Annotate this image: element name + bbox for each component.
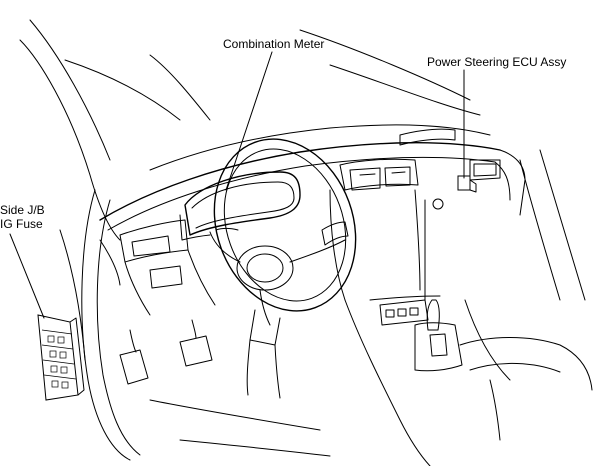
- steering-column: [246, 309, 281, 399]
- shift-knob: [426, 299, 440, 331]
- combination-meter-label: Combination Meter: [223, 37, 325, 51]
- leader-combination-meter: [225, 51, 273, 191]
- door-frame: [59, 189, 141, 461]
- side-junction-block: [37, 314, 85, 401]
- combination-meter: [179, 171, 301, 241]
- steering-wheel: [209, 138, 357, 326]
- center-stack: [329, 158, 444, 301]
- side-jb-label-line2: IG Fuse: [0, 217, 43, 231]
- steering-hub: [236, 245, 294, 291]
- pedal-brake: [179, 335, 213, 367]
- side-jb-label: Side J/B IG Fuse: [0, 203, 45, 231]
- windshield: [149, 29, 491, 171]
- pedal-left: [119, 349, 149, 385]
- left-dash: [99, 219, 216, 316]
- pedals: [119, 319, 213, 385]
- center-console: [344, 149, 593, 466]
- leader-lines: [9, 51, 465, 319]
- side-jb-label-line1: Side J/B: [0, 203, 45, 217]
- dashboard-top: [99, 128, 526, 231]
- shifter-bezel: [414, 322, 463, 372]
- power-steering-ecu-label: Power Steering ECU Assy: [427, 55, 567, 69]
- leader-side-jb: [9, 233, 45, 319]
- floor-lines: [149, 399, 331, 457]
- a-pillar: [19, 19, 211, 241]
